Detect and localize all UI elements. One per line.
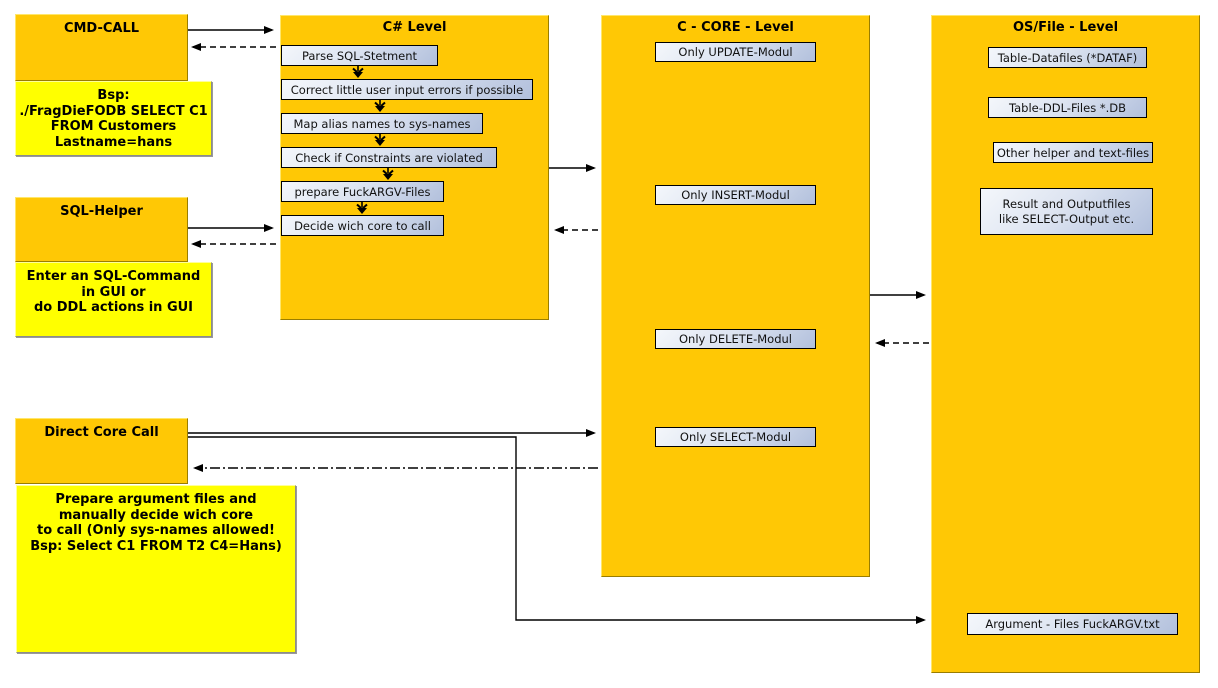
step-map-alias-names: Map alias names to sys-names bbox=[281, 113, 483, 134]
step-prepare-fuckargv-files: prepare FuckARGV-Files bbox=[281, 181, 444, 202]
panel-csharp-title: C# Level bbox=[382, 20, 447, 35]
step-connector-down-arrow-icon bbox=[356, 202, 368, 214]
module-insert: Only INSERT-Modul bbox=[655, 185, 816, 205]
note-direct-core-call: Prepare argument files and manually deci… bbox=[16, 485, 296, 653]
panel-c-core-title: C - CORE - Level bbox=[677, 20, 794, 35]
step-connector-down-arrow-icon bbox=[382, 168, 394, 180]
step-decide-core: Decide wich core to call bbox=[281, 215, 444, 236]
panel-os-file-level: OS/File - Level bbox=[931, 15, 1200, 673]
module-select: Only SELECT-Modul bbox=[655, 427, 816, 447]
module-update: Only UPDATE-Modul bbox=[655, 42, 816, 62]
file-table-datafiles: Table-Datafiles (*DATAF) bbox=[988, 47, 1147, 68]
step-connector-down-arrow-icon bbox=[374, 134, 386, 146]
step-correct-errors: Correct little user input errors if poss… bbox=[281, 79, 533, 100]
panel-c-core-level: C - CORE - Level bbox=[601, 15, 870, 577]
step-parse-sql: Parse SQL-Stetment bbox=[281, 45, 438, 66]
node-sql-helper: SQL-Helper bbox=[15, 197, 188, 262]
note-sql-helper: Enter an SQL-Command in GUI or do DDL ac… bbox=[15, 262, 212, 337]
module-delete: Only DELETE-Modul bbox=[655, 329, 816, 349]
note-cmd-call-example: Bsp: ./FragDieFODB SELECT C1 FROM Custom… bbox=[15, 81, 212, 156]
panel-os-file-title: OS/File - Level bbox=[1012, 20, 1119, 35]
step-connector-down-arrow-icon bbox=[374, 100, 386, 112]
file-argument-files: Argument - Files FuckARGV.txt bbox=[967, 613, 1178, 635]
node-cmd-call: CMD-CALL bbox=[15, 14, 188, 81]
file-result-outputfiles: Result and Outputfiles like SELECT-Outpu… bbox=[980, 188, 1153, 235]
node-direct-core-call: Direct Core Call bbox=[15, 418, 188, 484]
file-other-helper-files: Other helper and text-files bbox=[993, 142, 1153, 163]
step-connector-down-arrow-icon bbox=[352, 66, 364, 78]
file-table-ddl-files: Table-DDL-Files *.DB bbox=[988, 97, 1147, 118]
step-check-constraints: Check if Constraints are violated bbox=[281, 147, 497, 168]
